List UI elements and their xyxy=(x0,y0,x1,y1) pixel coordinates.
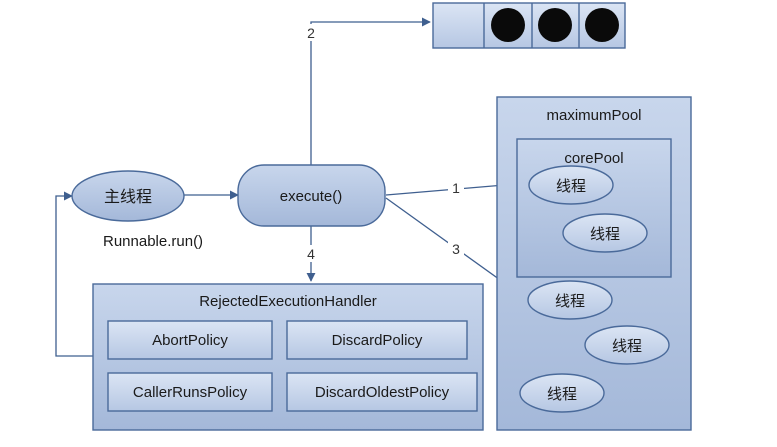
queued-task-ball xyxy=(538,8,572,42)
rejected-execution-handler: RejectedExecutionHandler AbortPolicy Dis… xyxy=(92,283,484,431)
arrow-label-1: 1 xyxy=(452,180,460,196)
core-thread-label: 线程 xyxy=(556,178,586,195)
core-thread: 线程 xyxy=(562,213,648,253)
extra-thread-label: 线程 xyxy=(555,293,585,310)
extra-thread: 线程 xyxy=(519,373,605,413)
execute-label: execute() xyxy=(280,188,343,205)
extra-thread-label: 线程 xyxy=(612,338,642,355)
maximum-pool: maximumPool corePool 线程 线程 线程 线程 线程 xyxy=(496,96,692,431)
maximum-pool-title: maximumPool xyxy=(546,107,641,124)
extra-thread: 线程 xyxy=(584,325,670,365)
queued-task-ball xyxy=(491,8,525,42)
policy-abort: AbortPolicy xyxy=(107,320,273,360)
main-thread-label: 主线程 xyxy=(104,188,152,206)
handler-title: RejectedExecutionHandler xyxy=(199,293,377,310)
runnable-run-caption: Runnable.run() xyxy=(103,233,203,250)
arrow-label-4: 4 xyxy=(307,246,315,262)
policy-abort-label: AbortPolicy xyxy=(152,332,228,349)
core-thread-label: 线程 xyxy=(590,226,620,243)
policy-discard-oldest-label: DiscardOldestPolicy xyxy=(315,384,450,401)
policy-discard-label: DiscardPolicy xyxy=(332,332,423,349)
main-thread-node: 主线程 xyxy=(71,170,185,222)
arrow-label-3: 3 xyxy=(452,241,460,257)
policy-discard-oldest: DiscardOldestPolicy xyxy=(286,372,478,412)
task-queue xyxy=(432,2,626,49)
extra-thread-label: 线程 xyxy=(547,386,577,403)
execute-node: execute() xyxy=(237,164,386,227)
core-pool-title: corePool xyxy=(564,150,623,167)
core-pool: corePool 线程 线程 xyxy=(516,138,672,278)
policy-caller-runs: CallerRunsPolicy xyxy=(107,372,273,412)
arrow-handler-to-main xyxy=(55,191,93,357)
policy-caller-runs-label: CallerRunsPolicy xyxy=(133,384,248,401)
extra-thread: 线程 xyxy=(527,280,613,320)
arrow-label-2: 2 xyxy=(307,25,315,41)
arrow-execute-to-queue xyxy=(310,17,431,165)
queued-task-ball xyxy=(585,8,619,42)
policy-discard: DiscardPolicy xyxy=(286,320,468,360)
core-thread: 线程 xyxy=(528,165,614,205)
